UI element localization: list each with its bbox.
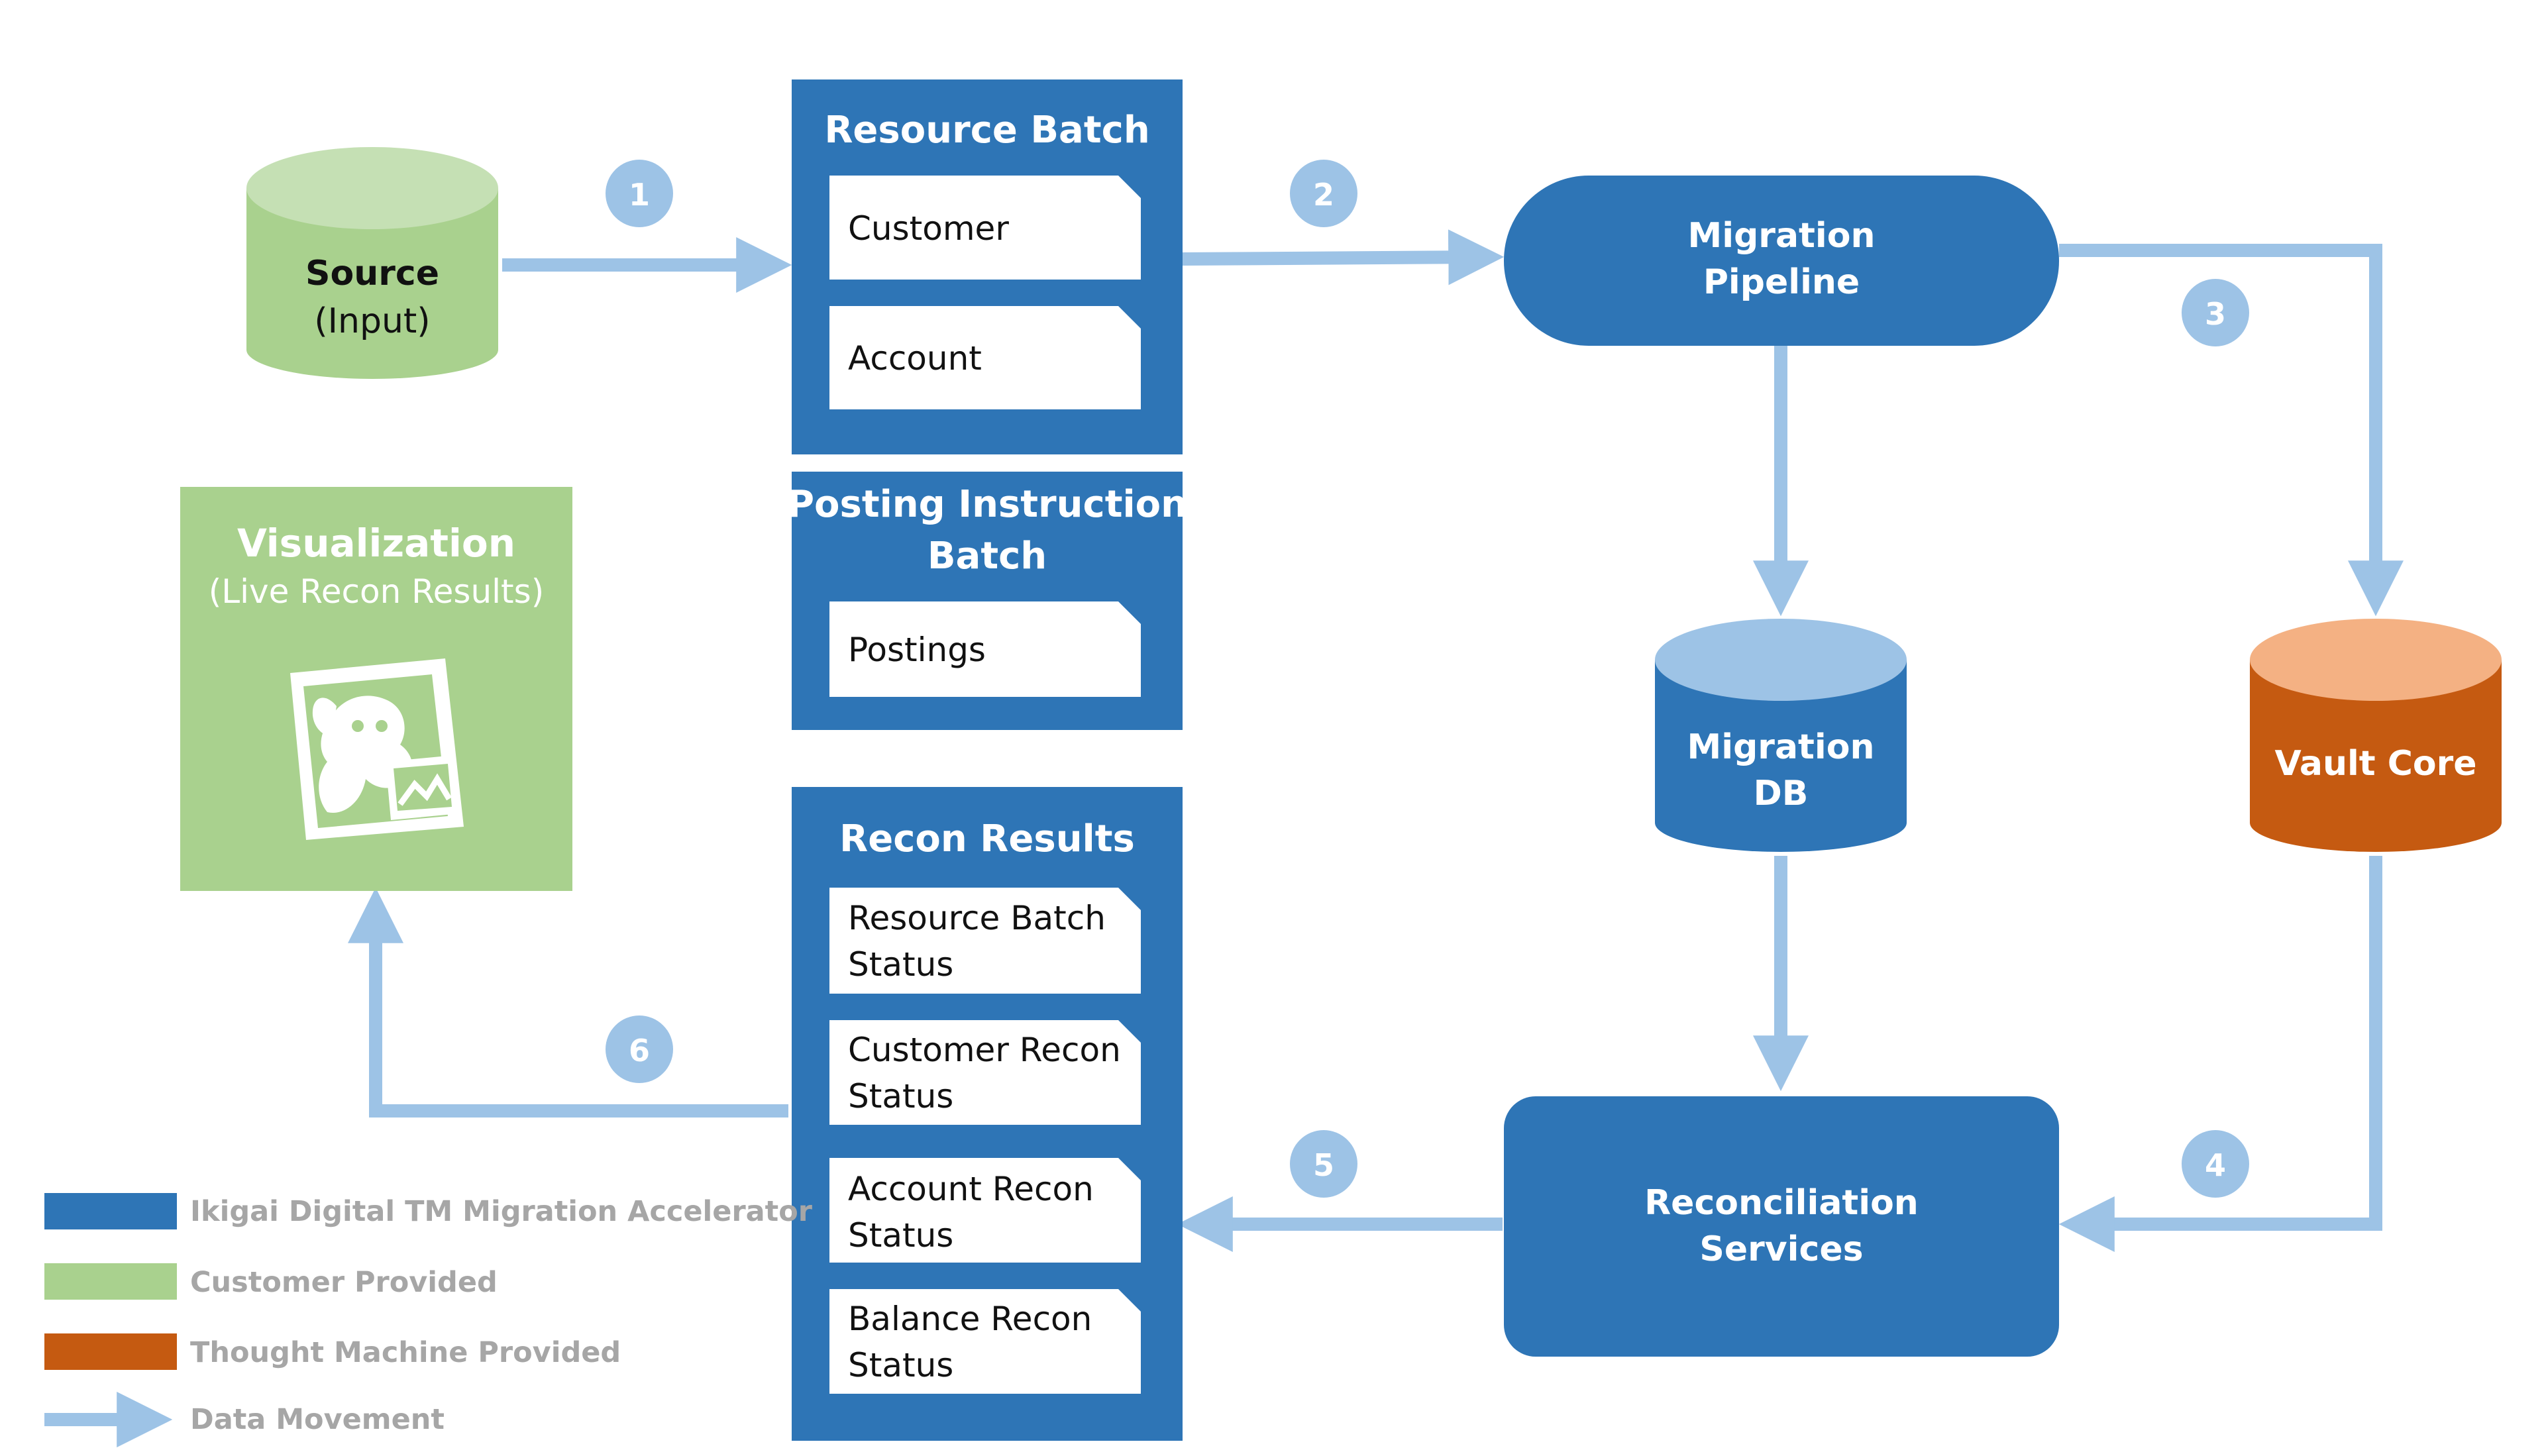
- source-cylinder-body: [246, 188, 498, 379]
- posting-batch-title-line1: Posting Instruction: [787, 483, 1187, 526]
- step-badge-3: [2182, 279, 2249, 346]
- visualization-subtitle: (Live Recon Results): [209, 572, 544, 611]
- source-cylinder: Source (Input): [246, 147, 498, 379]
- arrow-pipeline-to-vault-core: [2059, 244, 2404, 617]
- recon-result-item-line2: Status: [848, 1346, 953, 1384]
- legend-swatch-customer: [44, 1263, 177, 1300]
- migration-db-line2: DB: [1754, 774, 1809, 813]
- recon-result-item-line2: Status: [848, 1077, 953, 1116]
- recon-result-item-line1: Balance Recon: [848, 1300, 1092, 1338]
- arrow-recon-results-to-visualization: [348, 887, 788, 1118]
- arrow-vault-core-to-recon-services: [2058, 856, 2382, 1252]
- step-badge-2: [1290, 160, 1357, 227]
- reconciliation-services-line1: Reconciliation: [1644, 1183, 1919, 1223]
- source-title: Source: [305, 254, 439, 293]
- migration-db-body: [1655, 660, 1907, 852]
- arrow-resource-batch-to-pipeline: [1180, 229, 1505, 286]
- posting-instruction-batch-panel: Posting Instruction Batch Postings: [787, 472, 1187, 730]
- source-subtitle: (Input): [314, 301, 430, 341]
- data-flow-arrows: [348, 229, 2404, 1252]
- step-number: 3: [2205, 296, 2226, 332]
- recon-result-item-line2: Status: [848, 1216, 953, 1255]
- step-badge-5: [1290, 1130, 1357, 1198]
- recon-result-item-card: [829, 1020, 1141, 1125]
- vault-core-cylinder: Vault Core: [2250, 619, 2502, 852]
- recon-result-item-card: [829, 1289, 1141, 1394]
- vault-core-body: [2250, 660, 2502, 852]
- visualization-panel: Visualization (Live Recon Results): [180, 487, 572, 891]
- migration-db-cylinder: Migration DB: [1655, 619, 1907, 852]
- migration-pipeline-node: Migration Pipeline: [1504, 176, 2059, 346]
- posting-batch-item-card: [829, 601, 1141, 697]
- recon-result-item-line1: Account Recon: [848, 1170, 1094, 1208]
- vault-core-top: [2250, 619, 2502, 701]
- recon-results-title: Recon Results: [839, 817, 1135, 860]
- migration-db-line1: Migration: [1687, 727, 1875, 767]
- recon-result-item-card: [829, 1158, 1141, 1263]
- recon-result-item-line2: Status: [848, 945, 953, 984]
- step-badge-1: [606, 160, 673, 227]
- recon-result-item-line1: Resource Batch: [848, 899, 1106, 937]
- legend-label-accelerator: Ikigai Digital TM Migration Accelerator: [190, 1195, 813, 1228]
- posting-batch-title-line2: Batch: [928, 535, 1047, 578]
- recon-result-item-card: [829, 888, 1141, 994]
- legend-label-customer: Customer Provided: [190, 1266, 498, 1299]
- reconciliation-services-line2: Services: [1699, 1229, 1863, 1269]
- resource-batch-item-card: [829, 176, 1141, 280]
- datadog-dog-icon: [290, 658, 464, 840]
- posting-batch-item-label: Postings: [848, 631, 986, 669]
- step-number: 2: [1313, 177, 1334, 213]
- step-number: 5: [1313, 1147, 1334, 1183]
- step-number: 4: [2205, 1147, 2226, 1183]
- migration-pipeline-line2: Pipeline: [1703, 262, 1860, 302]
- legend-swatch-thought-machine: [44, 1333, 177, 1370]
- legend: Ikigai Digital TM Migration Accelerator …: [44, 1193, 813, 1447]
- step-badges: 1 2 3 4 5 6: [606, 160, 2249, 1198]
- resource-batch-panel: Resource Batch Customer Account: [792, 79, 1183, 454]
- migration-pipeline-line1: Migration: [1688, 216, 1876, 256]
- recon-result-item-line1: Customer Recon: [848, 1031, 1121, 1069]
- reconciliation-services-node: Reconciliation Services: [1504, 1096, 2059, 1357]
- vault-core-label: Vault Core: [2274, 744, 2476, 784]
- legend-label-thought-machine: Thought Machine Provided: [190, 1336, 621, 1369]
- source-cylinder-top: [246, 147, 498, 229]
- legend-swatch-accelerator: [44, 1193, 177, 1229]
- step-badge-4: [2182, 1130, 2249, 1198]
- recon-results-panel: Recon Results Resource Batch Status Cust…: [792, 787, 1183, 1441]
- legend-label-data-movement: Data Movement: [190, 1403, 445, 1436]
- resource-batch-title: Resource Batch: [824, 109, 1149, 152]
- visualization-title: Visualization: [237, 521, 515, 566]
- resource-batch-item-label: Customer: [848, 209, 1009, 248]
- migration-db-top: [1655, 619, 1907, 701]
- migration-pipeline-shape: [1504, 176, 2059, 346]
- step-number: 1: [629, 177, 650, 213]
- reconciliation-services-shape: [1504, 1096, 2059, 1357]
- step-number: 6: [629, 1033, 650, 1068]
- resource-batch-item-label: Account: [848, 339, 982, 378]
- step-badge-6: [606, 1015, 673, 1083]
- resource-batch-item-card: [829, 306, 1141, 409]
